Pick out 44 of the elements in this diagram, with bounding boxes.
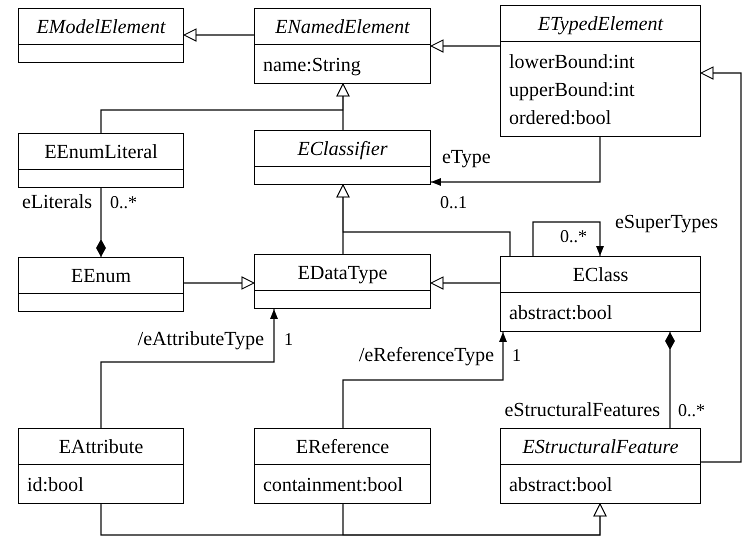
class-box — [18, 8, 184, 63]
attribute-text: ordered:bool — [509, 106, 612, 131]
generalization-arrow — [336, 84, 350, 130]
generalization-arrow — [336, 184, 511, 256]
attribute-text: name:String — [263, 53, 362, 78]
class-name: EModelElement — [36, 16, 166, 36]
attribute-text: abstract:bool — [509, 301, 614, 326]
class-box — [18, 428, 184, 504]
class-box — [254, 428, 431, 504]
composition-line — [96, 188, 106, 257]
attribute-text: containment:bool — [263, 473, 404, 498]
generalization-arrow — [430, 40, 500, 52]
class-box — [18, 133, 184, 188]
class-name: EDataType — [298, 262, 388, 282]
class-name: EClass — [572, 264, 628, 284]
class-name: EClassifier — [297, 138, 388, 158]
class-box — [254, 254, 431, 309]
class-box — [254, 130, 431, 185]
class-box — [500, 5, 701, 137]
association-arrow — [532, 221, 604, 256]
attribute-text: id:bool — [27, 473, 85, 498]
generalization-arrow — [184, 276, 254, 290]
class-name: EReference — [296, 436, 390, 456]
composition-line — [665, 332, 675, 428]
attribute-text: lowerBound:int — [509, 50, 636, 75]
generalization-arrow — [430, 276, 500, 290]
class-box — [254, 8, 431, 84]
class-name: EStructuralFeature — [522, 436, 678, 456]
class-name: ENamedElement — [275, 16, 410, 36]
generalization-arrow — [342, 504, 606, 536]
class-name: EEnumLiteral — [44, 142, 158, 162]
class-name: EAttribute — [58, 436, 144, 456]
class-box — [500, 256, 701, 332]
class-name: EEnum — [71, 266, 131, 286]
attribute-text: upperBound:int — [509, 78, 636, 103]
generalization-arrow — [184, 28, 254, 42]
association-arrow — [100, 309, 278, 428]
association-arrow — [342, 332, 507, 428]
generalization-arrow — [700, 66, 742, 463]
class-box — [18, 257, 184, 312]
class-box — [500, 428, 701, 504]
association-arrow — [431, 137, 601, 186]
attribute-text: abstract:bool — [509, 473, 614, 498]
class-name: ETypedElement — [538, 14, 664, 34]
